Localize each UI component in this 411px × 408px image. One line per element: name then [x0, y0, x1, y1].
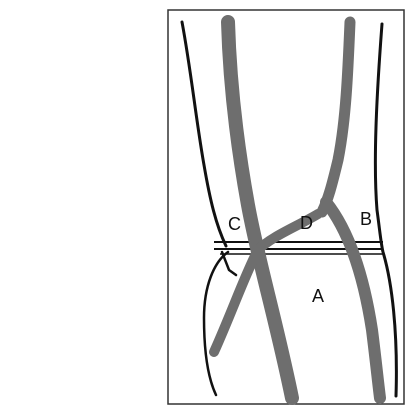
label-d: D — [300, 213, 313, 233]
label-a: A — [312, 286, 324, 306]
label-c: C — [228, 214, 241, 234]
label-b: B — [360, 209, 372, 229]
